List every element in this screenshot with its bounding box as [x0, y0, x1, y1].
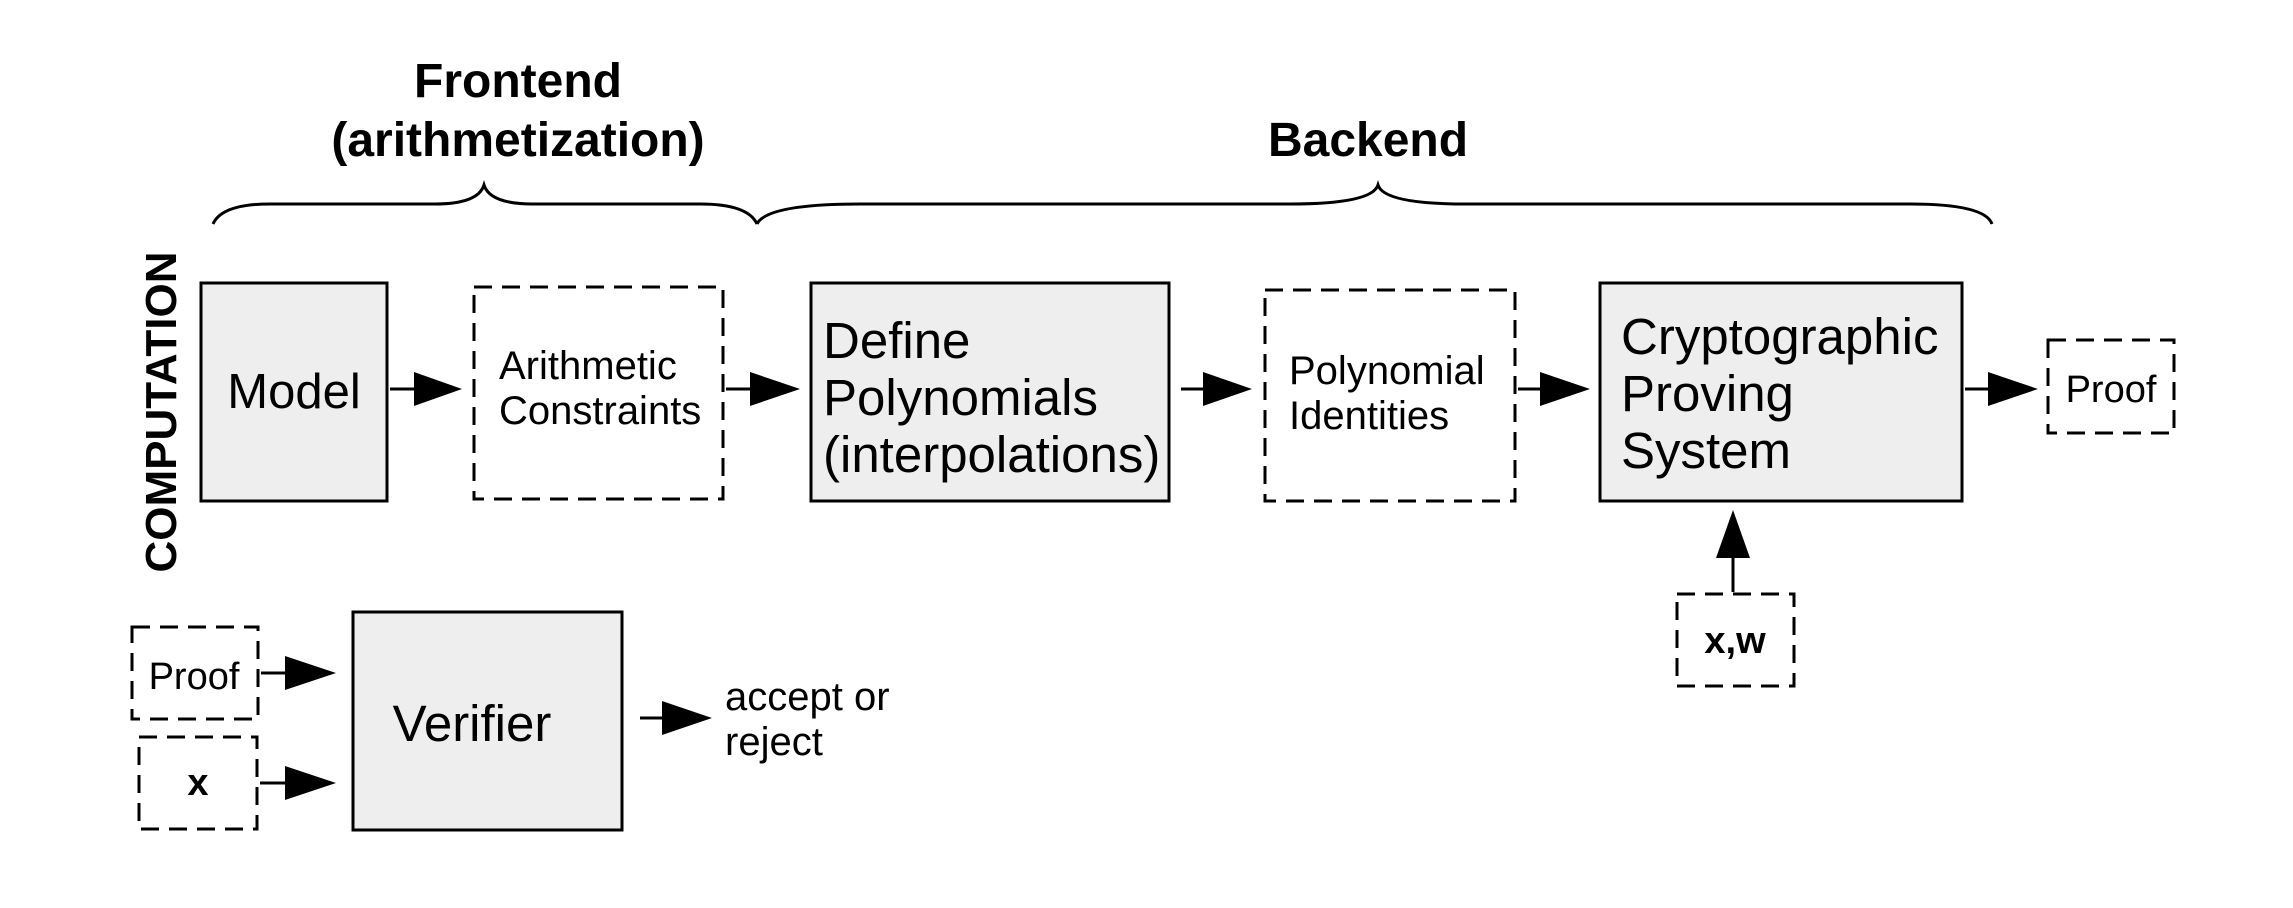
define-polynomials-label-line-2: Polynomials — [823, 369, 1098, 426]
model-box: Model — [199, 281, 389, 503]
xw-input-label: x,w — [1704, 620, 1766, 662]
arithmetic-constraints-label-line-2: Constraints — [499, 389, 701, 433]
polynomial-identities-label-line-2: Identities — [1289, 394, 1449, 438]
model-label: Model — [227, 365, 360, 419]
arrow-verifier-to-result — [640, 701, 712, 735]
arrow-proof-to-verifier — [261, 656, 336, 690]
define-polynomials-box: Define Polynomials (interpolations) — [809, 281, 1171, 503]
cryptographic-proving-system-label-line-3: System — [1621, 422, 1791, 479]
backend-brace — [755, 180, 1994, 225]
arrow-model-to-constraints — [390, 372, 462, 406]
arrow-polynomials-to-identities — [1181, 372, 1252, 406]
x-input-label: x — [187, 762, 208, 804]
proof-input-box: Proof — [130, 625, 260, 721]
define-polynomials-label-line-3: (interpolations) — [823, 426, 1160, 483]
arithmetic-constraints-label-line-1: Arithmetic — [499, 344, 677, 388]
define-polynomials-label-line-1: Define — [823, 312, 970, 369]
arrow-xw-to-proving-system — [1716, 510, 1750, 592]
result-label-line-1: accept or — [725, 675, 890, 719]
verifier-label: Verifier — [393, 695, 552, 752]
x-input-box: x — [137, 735, 259, 831]
polynomial-identities-box: Polynomial Identities — [1263, 288, 1517, 503]
result-label-line-2: reject — [725, 720, 823, 764]
xw-input-box: x,w — [1675, 592, 1796, 688]
arrow-x-to-verifier — [260, 766, 336, 800]
verifier-box: Verifier — [351, 610, 624, 832]
cryptographic-proving-system-box: Cryptographic Proving System — [1598, 281, 1964, 503]
proof-input-label: Proof — [149, 656, 240, 698]
proof-output-box: Proof — [2046, 338, 2176, 435]
frontend-subheading: (arithmetization) — [331, 114, 704, 167]
proof-output-label: Proof — [2066, 369, 2157, 411]
arrow-identities-to-proving-system — [1518, 372, 1590, 406]
arrow-proving-system-to-proof — [1965, 372, 2038, 406]
cryptographic-proving-system-label-line-1: Cryptographic — [1621, 308, 1938, 365]
polynomial-identities-label-line-1: Polynomial — [1289, 349, 1485, 393]
frontend-heading: Frontend — [414, 55, 622, 108]
arithmetic-constraints-box: Arithmetic Constraints — [472, 285, 725, 501]
backend-heading: Backend — [1268, 114, 1468, 167]
frontend-brace — [211, 180, 759, 225]
computation-label: COMPUTATION — [137, 252, 186, 573]
arrow-constraints-to-polynomials — [726, 372, 800, 406]
cryptographic-proving-system-label-line-2: Proving — [1621, 365, 1794, 422]
